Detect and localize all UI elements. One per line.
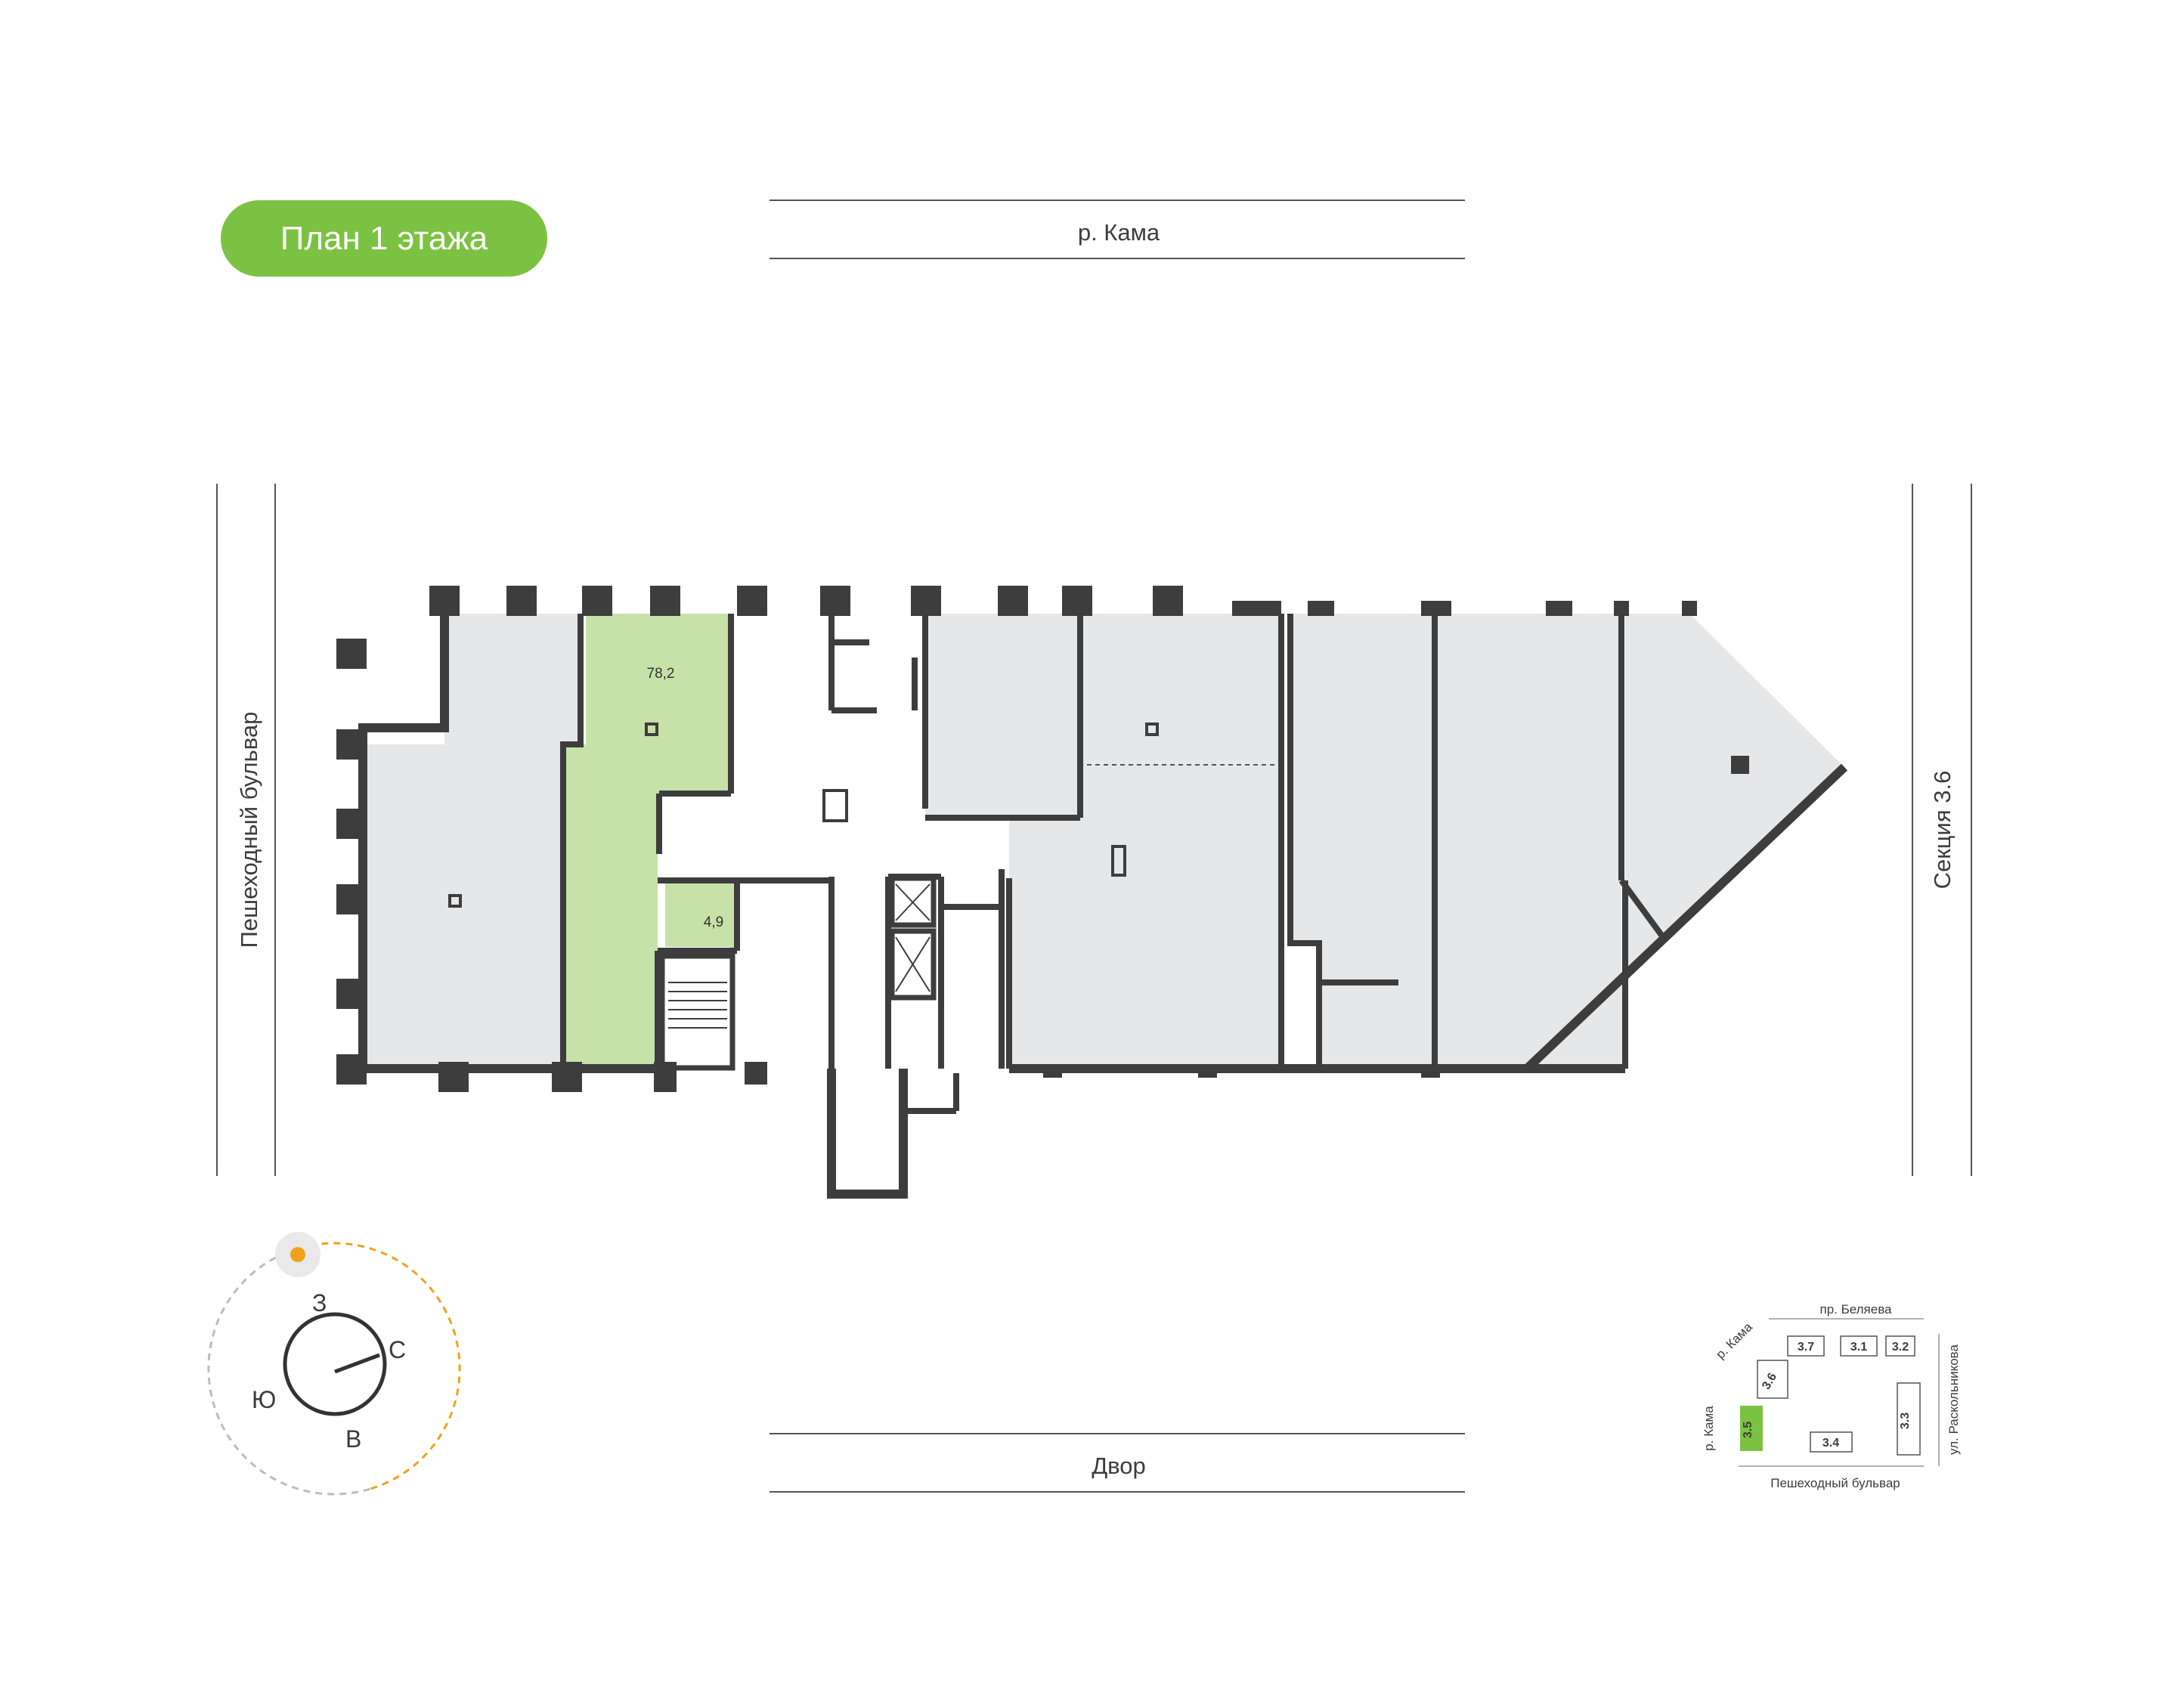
room-unit-6[interactable] [1527, 614, 1844, 1069]
site-river-left: р. Кама [1702, 1406, 1716, 1451]
stair-treads [668, 883, 931, 1029]
interior-walls [560, 614, 1666, 1114]
room-unit-3a[interactable] [925, 614, 1080, 818]
compass-south: Ю [252, 1386, 276, 1413]
street-label-top: р. Кама [1078, 219, 1160, 246]
room-unit-3[interactable] [1009, 614, 1281, 1069]
orientation-lines [216, 200, 1972, 1493]
rooms [363, 614, 1844, 1069]
street-label-left: Пешеходный бульвар [236, 712, 262, 948]
room-unit-1[interactable] [363, 614, 581, 1069]
compass [207, 1232, 461, 1496]
site-street-bottom: Пешеходный бульвар [1770, 1476, 1900, 1490]
core [659, 875, 937, 1071]
street-label-right: Секция 3.6 [1929, 771, 1956, 890]
street-label-bottom: Двор [1092, 1453, 1146, 1479]
unit-area-label: 78,2 [647, 666, 675, 682]
exterior-walls [358, 614, 1848, 1199]
compass-north: С [389, 1336, 406, 1363]
shafts [448, 722, 1159, 908]
site-section-3-4: 3.4 [1822, 1437, 1839, 1450]
site-section-3-5: 3.5 [1742, 1422, 1754, 1438]
site-street-top: пр. Беляева [1819, 1302, 1892, 1317]
site-section-3-2: 3.2 [1892, 1341, 1909, 1354]
site-map [1739, 1318, 1940, 1467]
selected-unit[interactable] [563, 614, 737, 1069]
site-section-3-1: 3.1 [1850, 1341, 1867, 1354]
site-street-right: ул. Раскольникова [1946, 1344, 1961, 1455]
site-section-3-6: 3.6 [1760, 1371, 1779, 1392]
site-section-3-7: 3.7 [1798, 1341, 1814, 1354]
site-section-3-3: 3.3 [1899, 1413, 1912, 1429]
room-unit-5[interactable] [1438, 614, 1621, 1069]
floor-title-badge: План 1 этажа [221, 200, 547, 277]
compass-west: З [312, 1289, 327, 1317]
compass-east: В [345, 1425, 361, 1453]
columns [336, 586, 1749, 1092]
bath-area-label: 4,9 [704, 914, 723, 930]
site-river-top: р. Кама [1713, 1320, 1755, 1362]
room-unit-4[interactable] [1290, 614, 1435, 1069]
